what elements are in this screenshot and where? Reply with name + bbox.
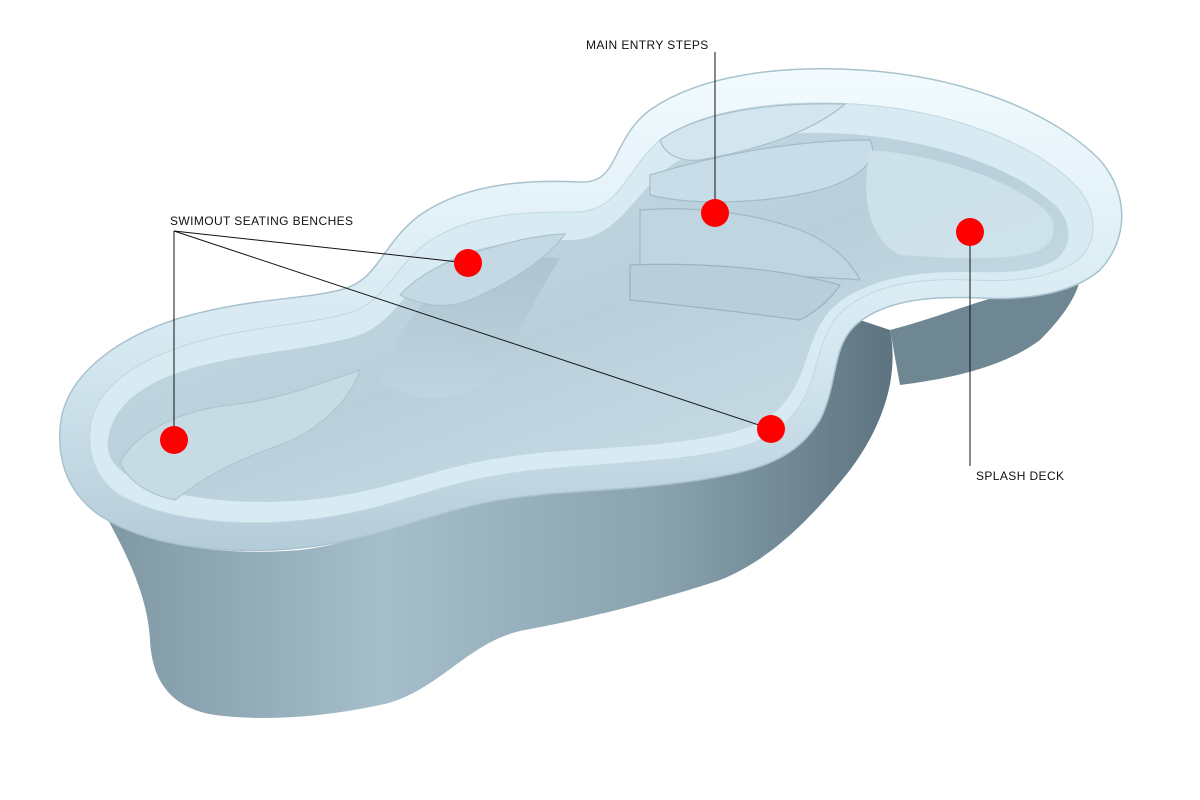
marker-bench-middle[interactable]: [454, 249, 482, 277]
splash-deck-floor: [866, 150, 1054, 259]
left-bench: [119, 369, 361, 501]
pool-body-lower: [108, 320, 893, 718]
interior-basin: [107, 133, 1069, 502]
entry-step-1: [659, 103, 847, 161]
label-splash-deck: SPLASH DECK: [976, 469, 1065, 483]
leader-line-bench-middle: [173, 230, 469, 264]
pool-exterior: [108, 280, 1080, 718]
leader-line-bench-right: [173, 230, 772, 430]
markers: [160, 199, 984, 454]
interior-wall-shade: [380, 257, 560, 399]
label-swimout-seating-benches: SWIMOUT SEATING BENCHES: [170, 214, 354, 228]
marker-splash-deck[interactable]: [956, 218, 984, 246]
marker-bench-right[interactable]: [757, 415, 785, 443]
label-main-entry-steps: MAIN ENTRY STEPS: [586, 38, 709, 52]
marker-bench-left[interactable]: [160, 426, 188, 454]
entry-step-4: [629, 263, 841, 321]
pool-interior: [107, 103, 1069, 502]
marker-main-entry-steps[interactable]: [701, 199, 729, 227]
pool-body-right: [890, 280, 1080, 385]
leader-lines: [173, 52, 971, 466]
